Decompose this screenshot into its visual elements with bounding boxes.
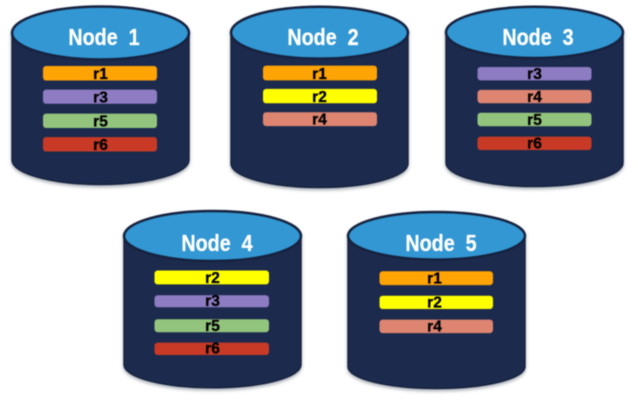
svg-text:r2: r2 [205,270,220,287]
svg-text:Node 5: Node 5 [405,229,476,256]
svg-text:r4: r4 [312,112,327,129]
svg-text:r5: r5 [527,112,542,129]
svg-text:r5: r5 [205,318,220,335]
svg-text:r4: r4 [427,319,442,336]
svg-text:r6: r6 [205,340,220,357]
svg-text:r2: r2 [312,89,327,106]
svg-text:r2: r2 [427,294,442,311]
svg-text:r3: r3 [205,293,220,310]
svg-text:r6: r6 [527,135,542,152]
svg-text:r4: r4 [527,89,542,106]
svg-text:Node 4: Node 4 [181,229,252,256]
svg-text:Node 2: Node 2 [287,23,358,50]
svg-text:Node 1: Node 1 [68,23,139,50]
svg-text:r6: r6 [93,137,108,154]
svg-text:r3: r3 [93,89,108,106]
svg-text:r1: r1 [427,271,442,288]
svg-text:Node 3: Node 3 [502,23,573,50]
svg-text:r3: r3 [527,66,542,83]
svg-text:r1: r1 [93,66,108,83]
svg-text:r5: r5 [93,113,108,130]
svg-text:r1: r1 [312,66,327,83]
